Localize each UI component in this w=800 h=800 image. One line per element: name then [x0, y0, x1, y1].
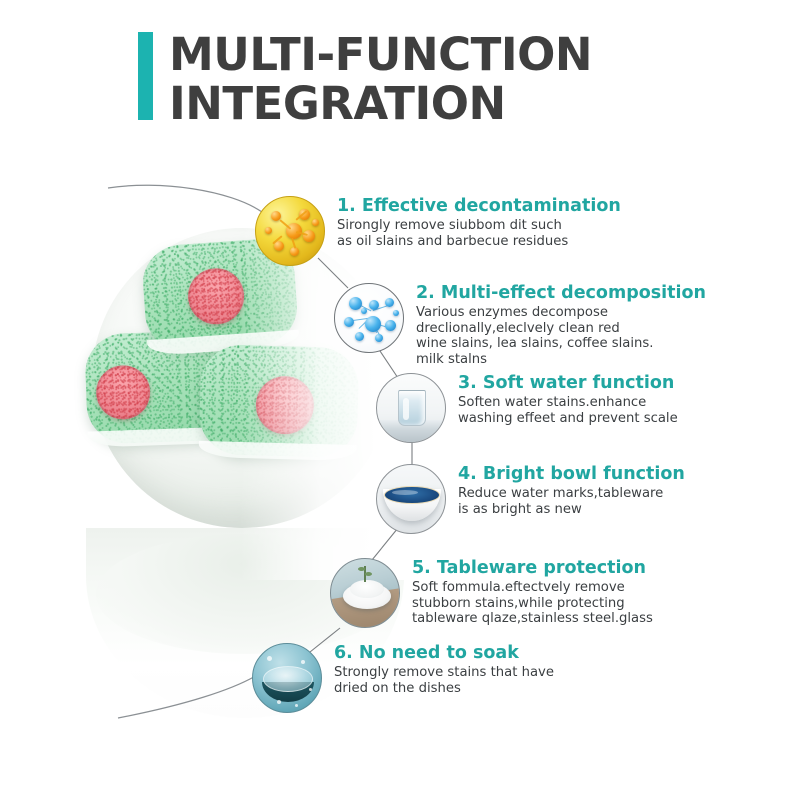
feature-desc-6: Strongly remove stains that have dried o…	[334, 665, 554, 696]
feature-title-3: 3. Soft water function	[458, 373, 675, 393]
feature-text-1: 1. Effective decontamination Sirongly re…	[325, 196, 621, 249]
feature-text-4: 4. Bright bowl function Reduce water mar…	[446, 464, 685, 517]
feature-text-5: 5. Tableware protection Soft fommula.eft…	[400, 558, 653, 627]
feature-title-4: 4. Bright bowl function	[458, 464, 685, 484]
product-photo	[84, 228, 404, 718]
title-line-1: MULTI-FUNCTION	[169, 28, 592, 81]
tablet-core	[255, 375, 315, 435]
blue-bowl-icon	[376, 464, 446, 534]
feature-item-6[interactable]: 6. No need to soak Strongly remove stain…	[252, 643, 554, 713]
tablet-core	[95, 364, 152, 421]
side-plate	[350, 580, 384, 598]
feature-item-3[interactable]: 3. Soft water function Soften water stai…	[376, 373, 678, 443]
water-glass-icon	[376, 373, 446, 443]
title-line-2: INTEGRATION	[169, 77, 506, 130]
feature-title-2: 2. Multi-effect decomposition	[416, 283, 706, 303]
feature-item-5[interactable]: 5. Tableware protection Soft fommula.eft…	[330, 558, 653, 628]
submerged-plate	[263, 666, 313, 692]
table-setting-icon	[330, 558, 400, 628]
blue-molecule-icon	[334, 283, 404, 353]
feature-text-3: 3. Soft water function Soften water stai…	[446, 373, 678, 426]
feature-item-4[interactable]: 4. Bright bowl function Reduce water mar…	[376, 464, 685, 534]
tablet-core	[186, 266, 246, 327]
bowl-interior	[384, 486, 440, 504]
tablet-rim	[198, 440, 357, 462]
feature-title-6: 6. No need to soak	[334, 643, 519, 663]
page-header: MULTI-FUNCTION INTEGRATION	[138, 32, 592, 126]
product-plate	[92, 228, 392, 528]
gold-molecule-icon	[255, 196, 325, 266]
feature-text-6: 6. No need to soak Strongly remove stain…	[322, 643, 554, 696]
arc-top	[107, 184, 263, 213]
feature-text-2: 2. Multi-effect decomposition Various en…	[404, 283, 706, 367]
feature-item-1[interactable]: 1. Effective decontamination Sirongly re…	[255, 196, 621, 266]
bowl-highlight	[392, 490, 418, 495]
plate-in-water-icon	[252, 643, 322, 713]
feature-title-1: 1. Effective decontamination	[337, 196, 621, 216]
herb-sprig	[358, 566, 372, 582]
page-title: MULTI-FUNCTION INTEGRATION	[169, 32, 592, 126]
feature-desc-5: Soft fommula.eftectvely remove stubborn …	[412, 580, 653, 627]
accent-bar	[138, 32, 153, 120]
feature-desc-4: Reduce water marks,tableware is as brigh…	[458, 486, 664, 517]
feature-desc-1: Sirongly remove siubbom dit such as oil …	[337, 218, 569, 249]
arc-bottom	[117, 671, 263, 719]
glass-cup	[398, 390, 426, 426]
feature-item-2[interactable]: 2. Multi-effect decomposition Various en…	[334, 283, 706, 367]
dishwasher-tablet	[84, 329, 240, 448]
tablet-rim	[146, 329, 300, 357]
feature-desc-2: Various enzymes decompose dreclionally,e…	[416, 305, 654, 367]
tablet-rim	[87, 426, 240, 448]
feature-title-5: 5. Tableware protection	[412, 558, 647, 578]
feature-desc-3: Soften water stains.enhance washing effe…	[458, 395, 678, 426]
